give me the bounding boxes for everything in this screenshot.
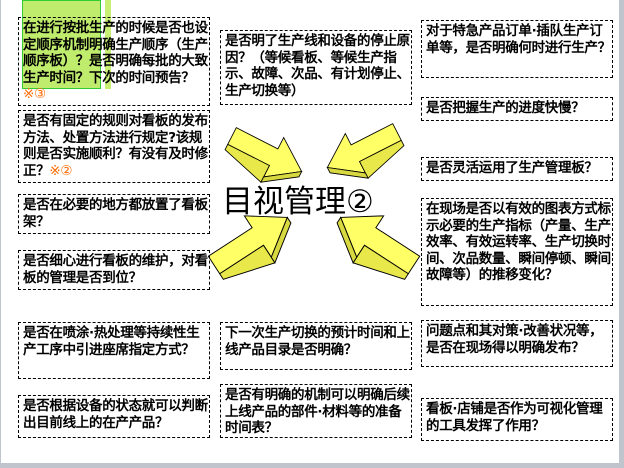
slide-title: 目视管理② — [222, 184, 374, 220]
reference-note: ※② — [49, 162, 73, 179]
question-box: 问题点和其对策·改善状况等，是否在现场得以明确发布？ — [421, 320, 613, 367]
question-box: 是否有明确的机制可以明确后续上线产品的部件·材料等的准备时间表？ — [220, 384, 412, 438]
selection-highlight-bar — [105, 0, 111, 89]
question-box: 是否在喷涂·热处理等持续性生产工序中引进座席指定方式？ — [18, 322, 210, 379]
question-box: 下一次生产切换的预计时间和上线产品目录是否明确？ — [220, 322, 412, 370]
question-box: 看板·店铺是否作为可视化管理的工具发挥了作用？ — [421, 398, 613, 441]
question-box: 在现场是否以有效的图表方式标示必要的生产指标（产量、生产效率、有效运转率、生产切… — [421, 198, 613, 306]
question-text: 是否有固定的规则对看板的发布方法、处置方法进行规定?该规则是否实施顺利？有没有及… — [23, 113, 208, 179]
question-text: 在进行按批生产的时候是否也设定顺序机制明确生产顺序（生产顺序板）？是否明确每批的… — [23, 20, 208, 86]
question-box: 在进行按批生产的时候是否也设定顺序机制明确生产顺序（生产顺序板）？是否明确每批的… — [18, 17, 210, 106]
slide-border-bottom — [0, 463, 624, 468]
question-box: 是否明了生产线和设备的停止原因？（等候看板、等候生产指示、故障、次品、有计划停止… — [220, 30, 412, 105]
question-box: 是否根据设备的状态就可以判断出目前线上的在产产品？ — [18, 395, 210, 438]
slide-border-left — [0, 0, 1, 468]
question-box: 是否在必要的地方都放置了看板架？ — [18, 194, 210, 234]
selection-highlight — [22, 0, 101, 89]
question-box: 是否细心进行看板的维护，对看板的管理是否到位？ — [18, 250, 210, 290]
slide-border-right — [619, 0, 624, 468]
question-box: 是否把握生产的进度快慢？ — [421, 97, 613, 121]
question-box: 是否有固定的规则对看板的发布方法、处置方法进行规定?该规则是否实施顺利？有没有及… — [18, 110, 210, 183]
reference-note: ※③ — [23, 86, 46, 102]
question-box: 对于特急产品订单·插队生产订单等，是否明确何时进行生产？ — [421, 20, 613, 78]
question-box: 是否灵活运用了生产管理板？ — [421, 157, 613, 181]
